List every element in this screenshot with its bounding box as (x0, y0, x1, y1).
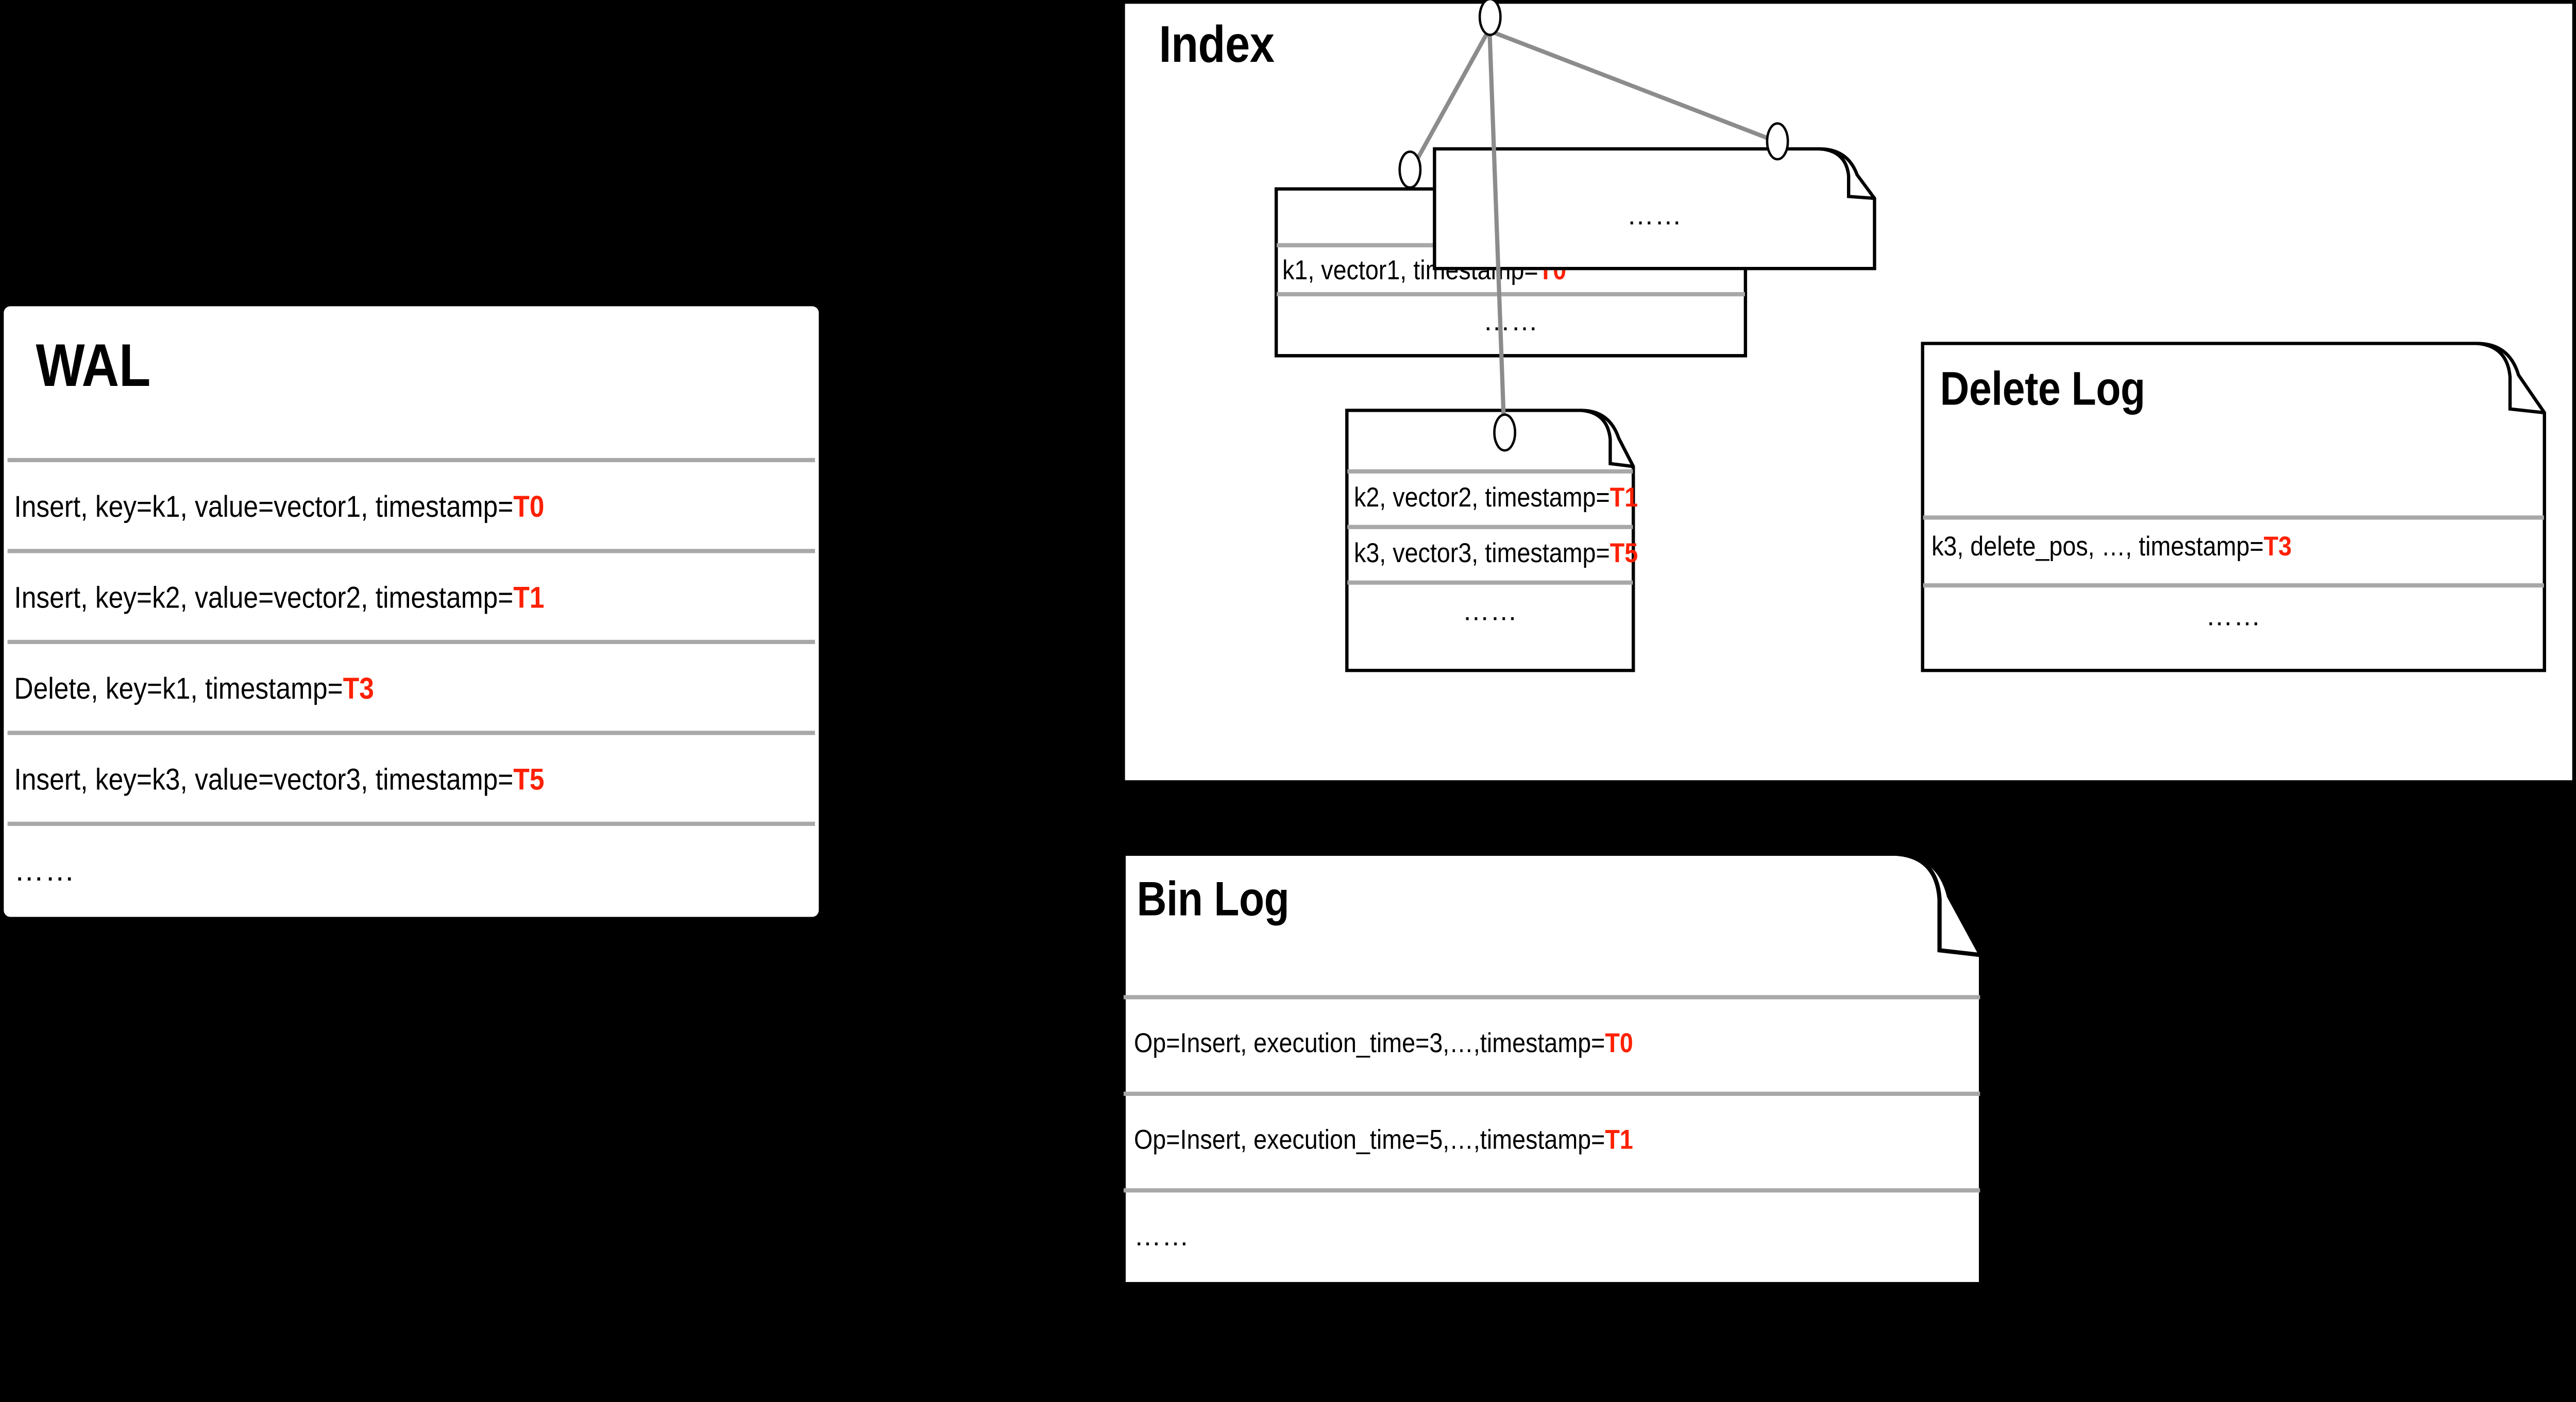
index-title: Index (1159, 15, 1275, 73)
card-separator (1347, 469, 1633, 474)
card-separator (1923, 515, 2544, 520)
timestamp-value: T1 (513, 580, 545, 615)
timestamp-value: T0 (513, 489, 545, 523)
card-separator (1347, 580, 1633, 585)
index-card-bottom: k2, vector2, timestamp=T1 k3, vector3, t… (1345, 409, 1638, 672)
timestamp-value: T3 (343, 671, 374, 705)
wal-row: Insert, key=k2, value=vector2, timestamp… (14, 580, 545, 615)
timestamp-value: T3 (2263, 531, 2292, 562)
card-separator (1277, 292, 1745, 297)
bin-log-row: Op=Insert, execution_time=5,…,timestamp=… (1133, 1124, 1633, 1155)
wal-separator (7, 549, 815, 553)
card-outline-icon (1345, 409, 1635, 672)
bin-log-ellipsis: …… (1133, 1221, 1190, 1252)
index-record-row: k2, vector2, timestamp=T1 (1354, 482, 1638, 513)
card-outline-icon (1921, 342, 2546, 672)
index-panel: Index k1, vector1, timestamp=T0 …… …… (1125, 4, 2572, 781)
wal-separator (7, 458, 815, 463)
timestamp-value: T1 (1605, 1124, 1633, 1155)
wal-row: Delete, key=k1, timestamp=T3 (14, 671, 374, 705)
index-record-row: k3, vector3, timestamp=T5 (1354, 537, 1638, 568)
wal-separator (7, 639, 815, 644)
wal-row: Insert, key=k3, value=vector3, timestamp… (14, 762, 545, 797)
delete-log-card: Delete Log k3, delete_pos, …, timestamp=… (1921, 342, 2546, 672)
index-card-right: …… (1433, 147, 1876, 271)
delete-log-row: k3, delete_pos, …, timestamp=T3 (1931, 531, 2292, 562)
bin-log-row: Op=Insert, execution_time=3,…,timestamp=… (1133, 1027, 1633, 1058)
wal-separator (7, 731, 815, 735)
index-card-ellipsis: …… (1483, 306, 1539, 336)
wal-row: Insert, key=k1, value=vector1, timestamp… (14, 489, 545, 523)
card-outline-icon (1121, 851, 1984, 1282)
timestamp-value: T5 (513, 762, 545, 797)
card-separator (1123, 1091, 1980, 1096)
timestamp-value: T5 (1609, 537, 1638, 568)
index-card-ellipsis: …… (1462, 595, 1518, 627)
card-separator (1123, 995, 1980, 1000)
delete-log-title: Delete Log (1940, 362, 2145, 415)
timestamp-value: T0 (1605, 1027, 1633, 1058)
card-separator (1923, 583, 2544, 588)
wal-title: WAL (36, 331, 150, 399)
bin-log-title: Bin Log (1137, 872, 1290, 926)
diagram-canvas: WAL Insert, key=k1, value=vector1, times… (4, 0, 2572, 1282)
index-card-ellipsis: …… (1626, 199, 1683, 231)
wal-separator (7, 821, 815, 826)
card-separator (1123, 1188, 1980, 1193)
wal-panel: WAL Insert, key=k1, value=vector1, times… (4, 306, 819, 917)
delete-log-ellipsis: …… (2206, 600, 2262, 632)
wal-ellipsis: …… (14, 853, 76, 887)
card-outline-icon (1433, 147, 1876, 271)
card-separator (1347, 525, 1633, 529)
timestamp-value: T1 (1609, 482, 1638, 513)
bin-log-card: Bin Log Op=Insert, execution_time=3,…,ti… (1121, 851, 2033, 1282)
